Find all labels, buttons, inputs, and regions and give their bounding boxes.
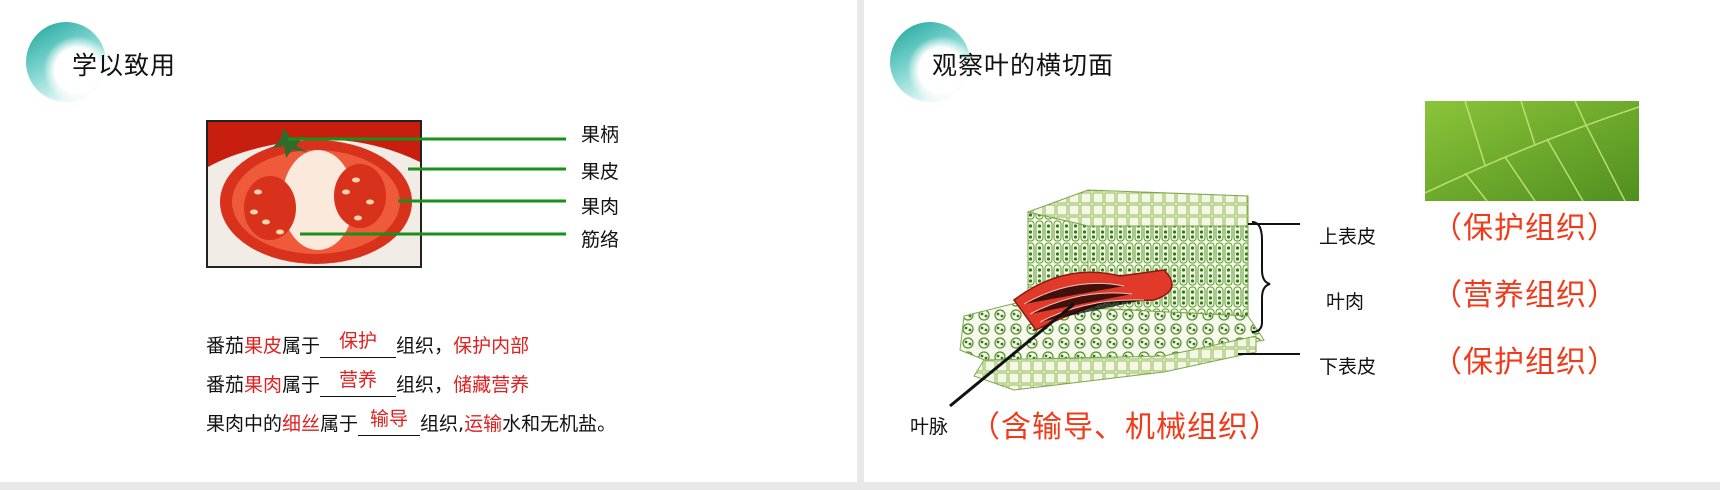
sentence-skin: 番茄果皮属于保护组织，保护内部 (206, 330, 530, 358)
answer-text: 营养 (339, 369, 378, 391)
answer-blank: 营养 (320, 369, 397, 397)
tissue-lower: （保护组织） (1432, 345, 1618, 380)
leaf-cross-section (949, 189, 1300, 408)
sentence-highlight: 细丝 (282, 413, 321, 435)
label-lower-epidermis: 下表皮 (1319, 356, 1377, 378)
sentence-note: 保护内部 (453, 335, 530, 357)
sentence-highlight: 果皮 (244, 335, 283, 357)
mesophyll-brace (1251, 221, 1271, 333)
sentence-note: 储藏营养 (453, 374, 530, 396)
slide-left: 学以致用 果柄 果皮 果肉 筋络 番茄果皮属于保护组织，保护内部 (0, 0, 857, 482)
answer-blank: 输导 (358, 408, 421, 436)
sentence-flesh: 番茄果肉属于营养组织，储藏营养 (206, 369, 530, 397)
answer-text: 输导 (370, 408, 409, 430)
sentence-fiber: 果肉中的细丝属于输导组织,运输水和无机盐。 (206, 408, 617, 436)
answer-blank: 保护 (320, 330, 397, 358)
page-title: 学以致用 (72, 51, 177, 80)
label-lines (288, 137, 566, 236)
label-fiber: 筋络 (581, 229, 620, 251)
sentence-text: 组织, (420, 413, 465, 435)
sentence-text: 番茄 (206, 374, 245, 396)
sentence-text: 属于 (320, 413, 359, 435)
label-mesophyll: 叶肉 (1326, 291, 1365, 313)
tissue-vein: （含输导、机械组织） (970, 410, 1280, 445)
answer-text: 保护 (339, 330, 378, 352)
label-vein: 叶脉 (910, 416, 949, 438)
sentence-text: 组织， (396, 335, 454, 357)
title-decoration (890, 22, 970, 102)
sentence-text: 水和无机盐。 (502, 413, 617, 435)
sentence-highlight: 果肉 (244, 374, 283, 396)
tissue-upper: （保护组织） (1432, 211, 1618, 246)
title-decoration (26, 22, 106, 102)
sentence-text: 属于 (282, 374, 321, 396)
sentence-text: 番茄 (206, 335, 245, 357)
tissue-mesophyll: （营养组织） (1432, 278, 1618, 313)
leaf-photo (1425, 101, 1639, 201)
sentence-text: 果肉中的 (206, 413, 283, 435)
label-upper-epidermis: 上表皮 (1319, 226, 1377, 248)
label-flesh: 果肉 (581, 196, 620, 218)
line-vein (949, 302, 1075, 408)
sentence-text: 组织， (396, 374, 454, 396)
label-stem: 果柄 (581, 124, 620, 146)
label-skin: 果皮 (581, 161, 620, 183)
page-title: 观察叶的横切面 (932, 51, 1115, 80)
sentence-note: 运输 (464, 413, 503, 435)
sentence-text: 属于 (282, 335, 321, 357)
slide-right: 观察叶的横切面 (864, 0, 1720, 482)
